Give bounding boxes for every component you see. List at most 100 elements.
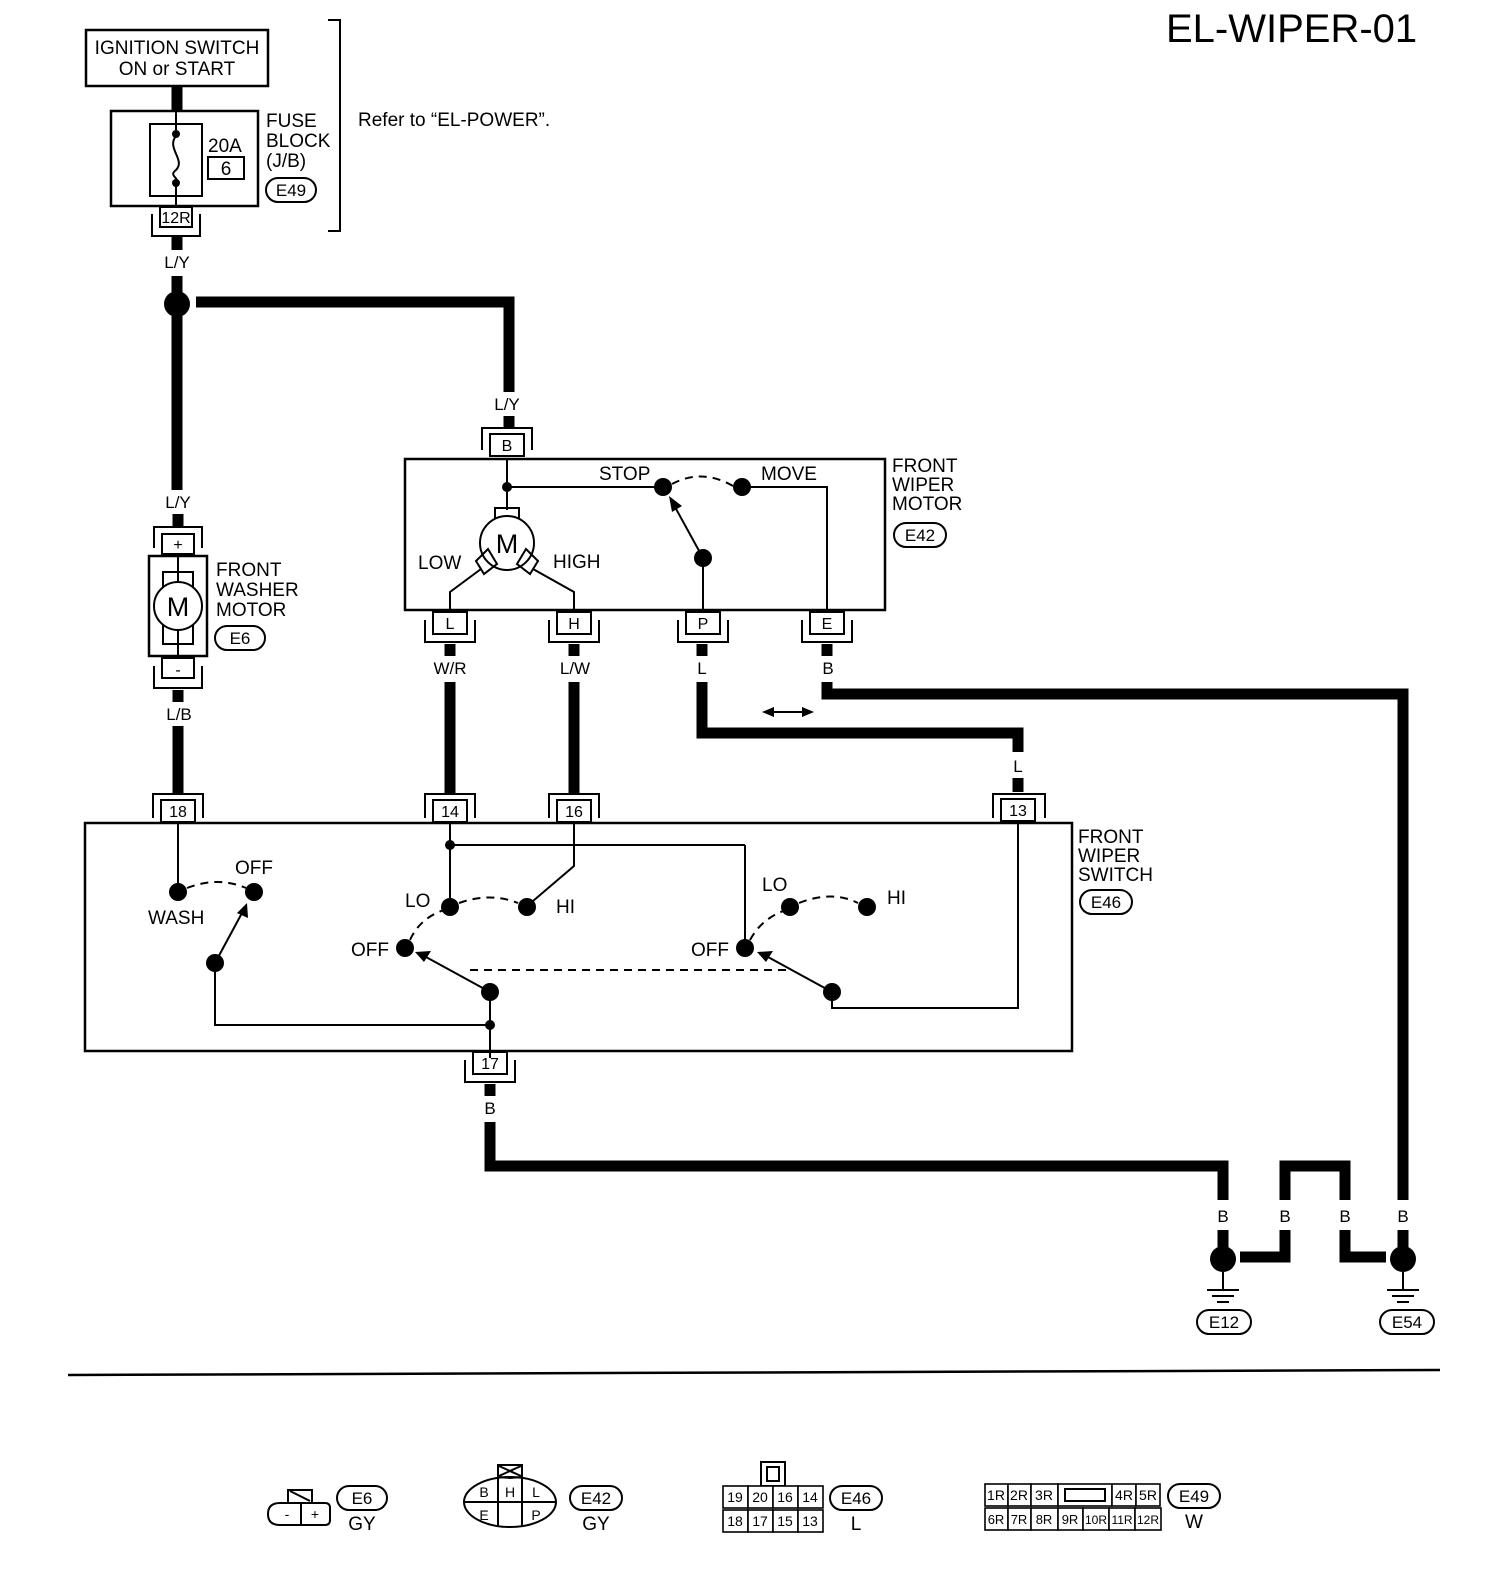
front-wiper-motor: B M LOW HIGH STOP MOVE FRONT WIPER MOTOR… (403, 427, 962, 643)
e46-pin-14: 14 (802, 1489, 818, 1505)
e49-pin-8r: 8R (1036, 1512, 1053, 1527)
wiper-motor-high-label: HIGH (553, 552, 601, 573)
e6-id: E6 (352, 1489, 373, 1508)
wire-color-b-motor: B (822, 659, 833, 678)
ignition-switch-label-2: ON or START (119, 59, 236, 80)
switch-hi-label-1: HI (556, 897, 575, 918)
e42-color: GY (582, 1514, 610, 1535)
wiper-motor-label-2: WIPER (892, 475, 954, 496)
wiper-motor-pin-l: L (446, 616, 455, 633)
switch-lo-label-2: LO (762, 875, 787, 896)
washer-motor-symbol: M (167, 592, 190, 622)
washer-motor-label-1: FRONT (216, 560, 282, 581)
e46-pin-15: 15 (777, 1513, 793, 1529)
ground-icon (1207, 1272, 1239, 1303)
fuse-icon (172, 135, 180, 183)
wire-color-b-ground-4: B (1397, 1207, 1408, 1226)
wire-color-l-switch: L (1013, 757, 1022, 776)
switch-off-label-wash: OFF (235, 858, 273, 879)
switch-pin-16: 16 (565, 804, 583, 821)
wire-color-lw: L/W (560, 659, 590, 678)
connector-e49: 1R 2R 3R 4R 5R 6R 7R 8R 9R 10R 11R 12R E… (984, 1483, 1221, 1533)
e46-pin-20: 20 (752, 1489, 768, 1505)
switch-pin-18: 18 (169, 804, 187, 821)
connector-e6: - + E6 GY (266, 1485, 388, 1535)
e42-pin-e: E (479, 1507, 488, 1523)
wiper-motor-symbol: M (496, 529, 519, 559)
e46-pin-18: 18 (727, 1513, 743, 1529)
switch-pin-13: 13 (1009, 803, 1027, 820)
wiper-switch-label-3: SWITCH (1078, 865, 1153, 886)
washer-motor-label-3: MOTOR (216, 600, 286, 621)
wire-color-ly-fuse: L/Y (164, 253, 190, 272)
e49-pin-7r: 7R (1011, 1512, 1028, 1527)
divider (67, 1368, 1441, 1377)
e6-color: GY (348, 1514, 376, 1535)
e42-pin-p: P (531, 1507, 540, 1523)
wiper-motor-low-label: LOW (418, 553, 461, 574)
front-wiper-switch: 18 14 16 13 WASH OFF LO HI OFF (83, 793, 1153, 1083)
fuse-block: 20A 6 FUSE BLOCK (J/B) E49 12R (109, 86, 331, 237)
wiper-switch-label-1: FRONT (1078, 827, 1144, 848)
switch-wash-label: WASH (148, 908, 204, 929)
ignition-switch-label-1: IGNITION SWITCH (95, 38, 260, 59)
wiper-motor-pin-b: B (502, 438, 513, 455)
connector-e42: B H L E P E42 GY (463, 1464, 623, 1535)
switch-off-label-1: OFF (351, 940, 389, 961)
e42-pin-b: B (479, 1484, 488, 1500)
wire-color-b-ground-3: B (1339, 1207, 1350, 1226)
wire-color-b-ground-1: B (1217, 1207, 1228, 1226)
wiper-motor-connector-id: E42 (905, 526, 935, 545)
switch-pin-14: 14 (441, 804, 459, 821)
e46-color: L (851, 1514, 862, 1535)
fuse-block-label-3: (J/B) (266, 151, 306, 172)
ground-id-e12: E12 (1209, 1313, 1239, 1332)
wire-color-ly-motor: L/Y (494, 395, 520, 414)
e49-pin-3r: 3R (1035, 1487, 1053, 1503)
wiper-motor-label-3: MOTOR (892, 494, 962, 515)
e49-pin-5r: 5R (1139, 1487, 1157, 1503)
ground-splice-e54 (1390, 1246, 1416, 1272)
switch-lo-label-1: LO (405, 891, 430, 912)
washer-motor-connector-id: E6 (230, 629, 251, 648)
e49-pin-6r: 6R (988, 1512, 1005, 1527)
e49-pin-12r: 12R (1137, 1513, 1159, 1527)
switch-hi-label-2: HI (887, 888, 906, 909)
e42-id: E42 (581, 1489, 611, 1508)
ly-power-wires: L/Y L/Y L/Y (164, 237, 520, 526)
e49-pin-9r: 9R (1062, 1512, 1079, 1527)
e49-pin-4r: 4R (1115, 1487, 1133, 1503)
motor-switch-wires: W/R L/W L L B (433, 644, 1409, 1200)
e42-pin-l: L (532, 1484, 540, 1500)
fuse-rating: 20A (208, 136, 242, 157)
washer-motor-label-2: WASHER (216, 580, 299, 601)
fuse-number: 6 (221, 159, 232, 180)
switch-pin-17: 17 (481, 1056, 499, 1073)
connector-e46: 19 20 16 14 18 17 15 13 E46 L (722, 1461, 883, 1535)
washer-motor-icon (153, 581, 203, 631)
wire-color-l-motor: L (697, 659, 706, 678)
switch-off-label-2: OFF (691, 940, 729, 961)
wiper-motor-pin-p: P (698, 616, 709, 633)
wiper-switch-connector-id: E46 (1091, 893, 1121, 912)
e49-pin-2r: 2R (1010, 1487, 1028, 1503)
e49-id: E49 (1179, 1487, 1209, 1506)
wiper-switch-label-2: WIPER (1078, 846, 1140, 867)
e46-id: E46 (841, 1489, 871, 1508)
e46-pin-16: 16 (777, 1489, 793, 1505)
wiper-motor-pin-h: H (568, 616, 580, 633)
e49-pin-11r: 11R (1111, 1513, 1132, 1527)
ignition-switch: IGNITION SWITCH ON or START (84, 28, 270, 88)
e42-pin-h: H (505, 1484, 515, 1500)
e46-pin-13: 13 (802, 1513, 818, 1529)
fuse-block-connector-id: E49 (276, 181, 306, 200)
e46-pin-17: 17 (752, 1513, 768, 1529)
power-note: Refer to “EL-POWER”. (358, 110, 550, 131)
wire-color-b-ground-2: B (1279, 1207, 1290, 1226)
diagram-title: EL-WIPER-01 (1166, 7, 1417, 51)
fuse-block-label-1: FUSE (266, 111, 317, 132)
ground-icon (1387, 1272, 1419, 1303)
front-washer-motor: + M - FRONT WASHER MOTOR E6 (147, 526, 299, 689)
wiper-motor-label-1: FRONT (892, 456, 958, 477)
